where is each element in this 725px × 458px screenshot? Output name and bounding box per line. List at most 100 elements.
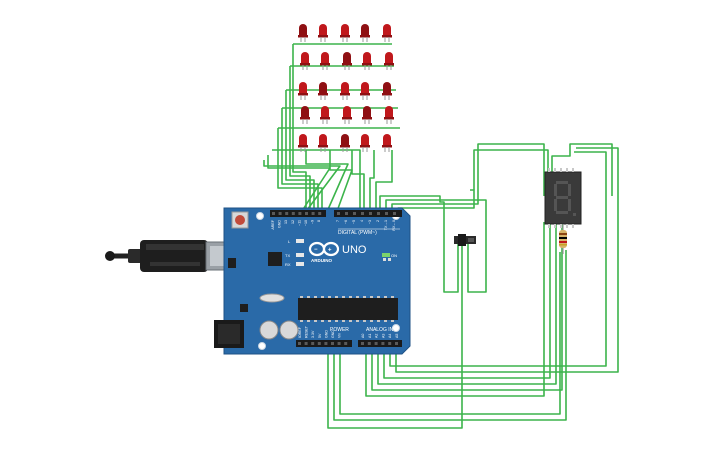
reset-button-icon[interactable] — [231, 211, 249, 229]
capacitor — [259, 320, 279, 340]
svg-text:+: + — [328, 248, 332, 254]
red-led[interactable] — [318, 82, 328, 100]
red-led[interactable] — [384, 52, 394, 70]
red-led[interactable] — [362, 52, 372, 70]
wire[interactable] — [395, 147, 619, 373]
wire[interactable] — [389, 151, 607, 367]
red-led[interactable] — [318, 24, 328, 42]
red-led[interactable] — [362, 106, 372, 124]
wire[interactable] — [305, 150, 349, 215]
pin-label: RX←0 — [392, 220, 396, 231]
pin-label: A4 — [388, 334, 392, 338]
pin-label: A2 — [375, 334, 379, 338]
power-label: POWER — [330, 327, 349, 333]
pin-label: AREF — [271, 219, 275, 229]
wire[interactable] — [371, 222, 563, 391]
led-l-label: L — [288, 239, 291, 244]
wire[interactable] — [267, 155, 331, 215]
wire[interactable] — [339, 252, 561, 415]
digital-header[interactable] — [270, 210, 402, 217]
pin-label: ~6 — [344, 220, 348, 224]
wire[interactable] — [375, 150, 393, 214]
wire[interactable] — [397, 189, 475, 214]
arduino-infinity-logo-icon: − + — [308, 241, 340, 257]
pin-label: 2 — [376, 220, 380, 222]
pin-label: A0 — [361, 334, 365, 338]
red-led[interactable] — [340, 134, 350, 152]
power-analog-header[interactable] — [296, 340, 402, 347]
pin-label: TX→1 — [384, 220, 388, 230]
icsp-header — [383, 258, 391, 261]
wire[interactable] — [351, 150, 365, 214]
wire[interactable] — [551, 143, 613, 196]
wire[interactable] — [329, 150, 353, 215]
led-matrix — [298, 24, 394, 152]
wire[interactable] — [391, 143, 545, 214]
red-led[interactable] — [298, 24, 308, 42]
pin-label: 7 — [336, 220, 340, 222]
board-brand: ARDUINO — [311, 258, 332, 263]
wire[interactable] — [383, 222, 551, 379]
wire[interactable] — [365, 222, 545, 397]
capacitor — [279, 320, 299, 340]
pin-label: A3 — [381, 334, 385, 338]
atmega-chip — [298, 296, 398, 322]
red-led[interactable] — [382, 82, 392, 100]
red-led[interactable] — [318, 134, 328, 152]
wire[interactable] — [333, 250, 567, 421]
status-leds: L TX RX — [285, 239, 304, 267]
wire[interactable] — [277, 127, 400, 214]
crystal — [259, 293, 285, 303]
pin-label: A1 — [368, 334, 372, 338]
wire[interactable] — [281, 107, 398, 214]
pin-label: 13 — [284, 220, 288, 224]
usb-chip — [268, 252, 282, 266]
wire[interactable] — [369, 150, 375, 214]
pin-label: RESET — [305, 325, 309, 338]
red-led[interactable] — [340, 82, 350, 100]
red-led[interactable] — [382, 134, 392, 152]
red-led[interactable] — [298, 134, 308, 152]
red-led[interactable] — [320, 106, 330, 124]
red-led[interactable] — [298, 82, 308, 100]
pin-label: ~5 — [352, 220, 356, 224]
pin-label: GND — [331, 330, 335, 338]
red-led[interactable] — [360, 82, 370, 100]
red-led[interactable] — [360, 24, 370, 42]
wire[interactable] — [327, 242, 463, 429]
display-pins — [548, 168, 574, 228]
pin-label: IOREF — [298, 326, 302, 338]
red-led[interactable] — [340, 24, 350, 42]
digital-label: DIGITAL (PWM~) — [338, 230, 377, 236]
wire[interactable] — [377, 222, 557, 385]
red-led[interactable] — [382, 24, 392, 42]
red-led[interactable] — [384, 106, 394, 124]
seven-segment-display[interactable] — [544, 168, 582, 228]
red-led[interactable] — [342, 52, 352, 70]
red-led[interactable] — [320, 52, 330, 70]
wire[interactable] — [473, 149, 549, 196]
pin-label: ~3 — [368, 220, 372, 224]
slide-switch[interactable] — [454, 234, 476, 246]
pin-label: 8 — [317, 220, 321, 222]
wire[interactable] — [379, 195, 459, 293]
usb-connector-icon[interactable] — [105, 240, 231, 272]
svg-text:−: − — [314, 247, 318, 253]
red-led[interactable] — [360, 134, 370, 152]
mounting-hole — [256, 212, 264, 220]
red-led[interactable] — [300, 106, 310, 124]
resistor[interactable] — [559, 224, 567, 254]
wire[interactable] — [385, 199, 487, 293]
pin-label: 3.3V — [311, 330, 315, 338]
wire[interactable] — [263, 160, 341, 215]
red-led[interactable] — [342, 106, 352, 124]
barrel-jack-icon[interactable] — [214, 320, 244, 348]
led-rx-label: RX — [285, 262, 291, 267]
red-led[interactable] — [300, 52, 310, 70]
pin-label: 5V — [318, 333, 322, 338]
